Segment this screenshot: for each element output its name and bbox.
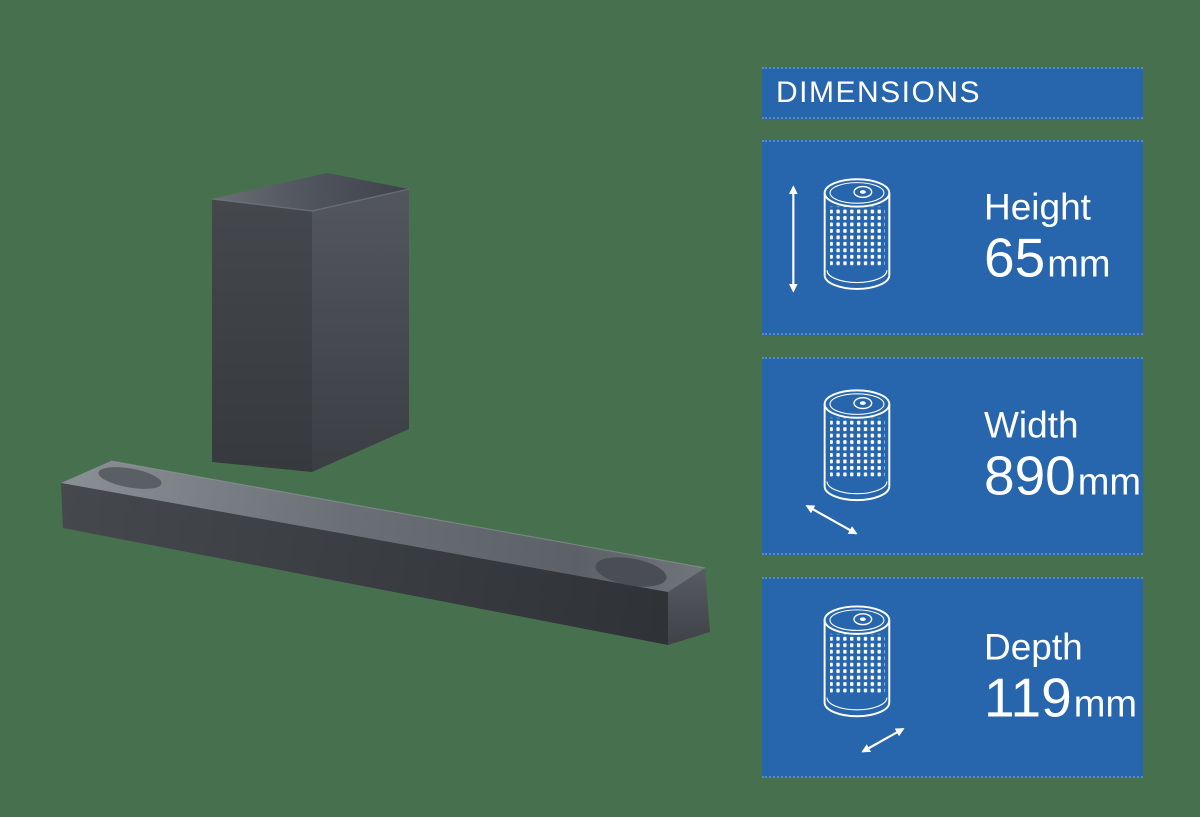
dimension-value-row: 890mm bbox=[984, 448, 1142, 504]
dimension-value-row: 119mm bbox=[984, 670, 1137, 725]
soundbar-left-speaker-grille bbox=[98, 467, 162, 489]
dimensions-panel: DIMENSIONS Height 65mm Width 890mm Depth… bbox=[762, 67, 1143, 778]
dimension-text: Width 890mm bbox=[984, 404, 1141, 503]
dimension-text: Depth 119mm bbox=[984, 626, 1137, 725]
dimension-unit: mm bbox=[1047, 243, 1111, 286]
dimensions-title: DIMENSIONS bbox=[776, 76, 982, 109]
soundbar-right-speaker-grille bbox=[595, 557, 667, 587]
subwoofer bbox=[211, 173, 410, 472]
dimension-unit: mm bbox=[1073, 683, 1137, 726]
dimension-value: 119 bbox=[984, 666, 1072, 729]
dimension-label: Width bbox=[984, 404, 1079, 446]
speaker-depth-icon bbox=[823, 605, 905, 753]
dimension-label: Height bbox=[984, 185, 1091, 227]
dimension-label: Depth bbox=[984, 625, 1083, 667]
speaker-width-icon bbox=[805, 389, 891, 535]
dimension-value: 65 bbox=[984, 226, 1046, 289]
dimension-card-width: Width 890mm bbox=[762, 357, 1143, 555]
dimension-text: Height 65mm bbox=[984, 186, 1111, 285]
dimension-value-row: 65mm bbox=[984, 230, 1111, 285]
dimensions-header: DIMENSIONS bbox=[762, 67, 1143, 119]
depth-arrow-icon bbox=[861, 728, 905, 753]
dimension-value: 890 bbox=[984, 444, 1076, 507]
dimension-card-depth: Depth 119mm bbox=[762, 577, 1143, 778]
dimension-card-height: Height 65mm bbox=[762, 140, 1143, 335]
soundbar bbox=[61, 460, 710, 645]
width-arrow-icon bbox=[805, 505, 858, 535]
speaker-height-icon bbox=[788, 178, 891, 293]
dimension-unit: mm bbox=[1077, 461, 1142, 504]
